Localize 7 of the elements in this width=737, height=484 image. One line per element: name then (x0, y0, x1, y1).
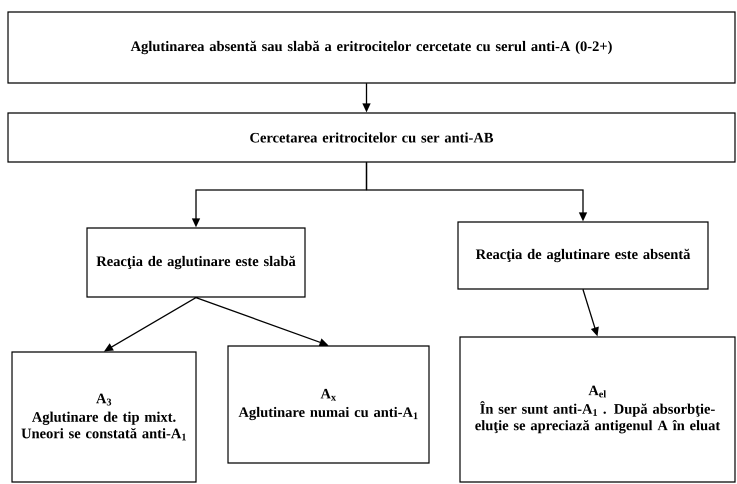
process-box: Aglutinarea absentă sau slabă a eritrocitelor cercetate cu serul anti-A (0-2+) (7, 11, 736, 84)
process-box: Cercetarea eritrocitelor cu ser anti-AB (7, 112, 736, 163)
result-box: Reacţia de aglutinare este slabă (86, 227, 306, 298)
result-box: Reacţia de aglutinare este absentă (457, 221, 709, 290)
outcome-box: A$_{el}$ În ser sunt anti-A$_{1}$ . După absorbţie-eluţie se apreciază antigenul A în eluat (459, 336, 736, 483)
outcome-box: A$_{3}$ Aglutinare de tip mixt. Uneori se constată anti-A$_{1}$ (11, 351, 197, 483)
outcome-box: A$_{x}$ Aglutinare numai cu anti-A$_{1}$ (227, 345, 430, 464)
